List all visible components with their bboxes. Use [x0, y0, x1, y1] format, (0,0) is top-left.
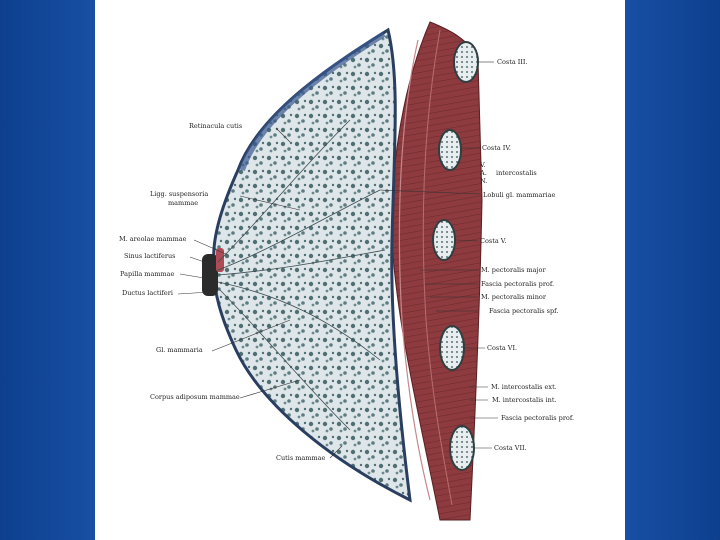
label-skin: Cutis mammae	[276, 454, 325, 462]
label-papilla: Papilla mammae	[120, 270, 175, 278]
fascia-line	[398, 39, 431, 501]
rib-6	[439, 325, 465, 371]
label-intercostal-ext: M. intercostalis ext.	[491, 383, 557, 391]
label-fascia-superf: Fascia pectoralis spf.	[489, 307, 558, 315]
label-rib5: Costa V.	[480, 237, 506, 245]
label-lobules: Lobuli gl. mammariae	[483, 191, 555, 199]
breast-outline	[212, 27, 412, 503]
label-rib4: Costa IV.	[482, 144, 511, 152]
label-intercostal: intercostalis	[496, 169, 537, 177]
rib-3	[453, 41, 479, 83]
skin-highlight	[239, 31, 386, 171]
leader-lines	[177, 61, 498, 459]
lactiferous-ducts	[217, 119, 386, 431]
label-ligaments: Ligg. suspensoria	[150, 190, 208, 198]
label-ligaments-2: mammae	[168, 199, 198, 207]
label-pect-minor: M. pectoralis minor	[481, 293, 547, 301]
label-rib6: Costa VI.	[487, 344, 517, 352]
label-fascia-prof: Fascia pectoralis prof.	[481, 280, 554, 288]
label-vessels-v: V.	[479, 161, 486, 169]
nipple	[202, 254, 218, 296]
label-vessels-n: N.	[480, 177, 487, 185]
label-sinus: Sinus lactiferus	[124, 252, 175, 260]
label-retinaculum: Retinacula cutis	[189, 122, 242, 130]
label-pect-major: M. pectoralis major	[481, 266, 546, 274]
fascia-line-2	[422, 29, 453, 506]
label-ducts: Ductus lactiferi	[122, 289, 173, 297]
label-rib3: Costa III.	[497, 58, 528, 66]
label-fascia-prof-2: Fascia pectoralis prof.	[501, 414, 574, 422]
rib-4	[438, 129, 462, 171]
label-intercostal-int: M. intercostalis int.	[492, 396, 557, 404]
label-fat: Corpus adiposum mammae	[150, 393, 240, 401]
ribs	[432, 41, 479, 471]
label-gland: Gl. mammaria	[156, 346, 203, 354]
label-vessels-a: A.	[479, 169, 487, 177]
label-rib7: Costa VII.	[494, 444, 527, 452]
rib-5	[432, 219, 456, 261]
label-areolar-muscle: M. areolae mammae	[119, 235, 187, 243]
rib-7	[449, 425, 475, 471]
